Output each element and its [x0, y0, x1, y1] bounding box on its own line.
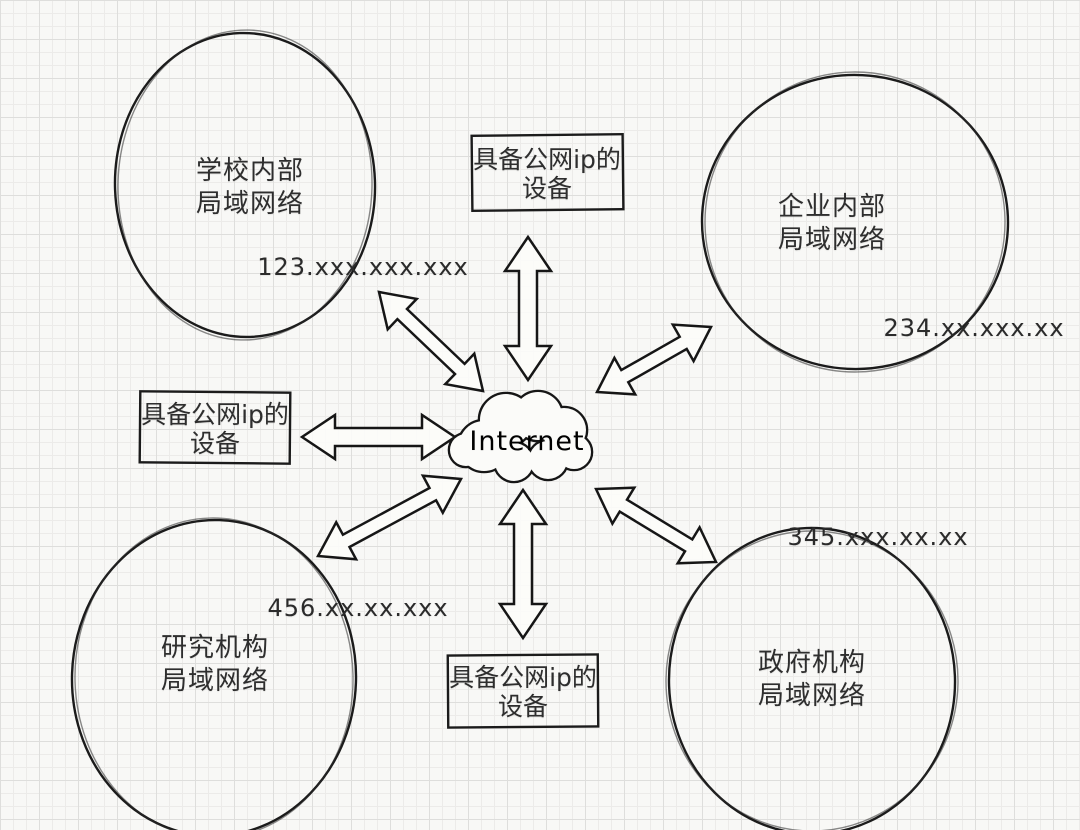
enterprise-lan-circle	[700, 71, 1010, 373]
school-lan-circle	[113, 29, 377, 341]
government-lan-ip: 345.xxx.xx.xx	[787, 523, 969, 551]
public-ip-device-bottom-label: 具备公网ip的 设备	[449, 663, 597, 721]
school-lan-ip: 123.xxx.xxx.xxx	[257, 253, 469, 281]
arrow-school-internet	[377, 290, 485, 393]
arrow-bottomdevice-internet	[497, 487, 549, 641]
public-ip-device-left-label: 具备公网ip的 设备	[141, 400, 289, 458]
arrow-enterprise-internet	[595, 323, 713, 396]
internet-label: Internet	[469, 426, 584, 457]
research-lan-circle	[70, 517, 358, 830]
school-lan-label: 学校内部 局域网络	[195, 156, 305, 219]
public-ip-device-box-left	[138, 390, 292, 465]
research-lan-ip: 456.xx.xx.xxx	[267, 594, 449, 622]
public-ip-device-box-top	[470, 132, 625, 212]
public-ip-device-box-bottom	[446, 653, 600, 729]
arrow-government-internet	[594, 486, 718, 565]
enterprise-lan-label: 企业内部 局域网络	[777, 192, 887, 255]
government-lan-label: 政府机构 局域网络	[757, 648, 867, 711]
arrow-topdevice-internet	[502, 234, 554, 383]
enterprise-lan-ip: 234.xx.xxx.xx	[883, 314, 1065, 342]
arrow-leftdevice-internet	[299, 412, 458, 462]
government-lan-circle	[665, 526, 959, 830]
public-ip-device-top-label: 具备公网ip的 设备	[473, 145, 621, 203]
arrow-research-internet	[315, 474, 464, 561]
research-lan-label: 研究机构 局域网络	[160, 633, 270, 696]
